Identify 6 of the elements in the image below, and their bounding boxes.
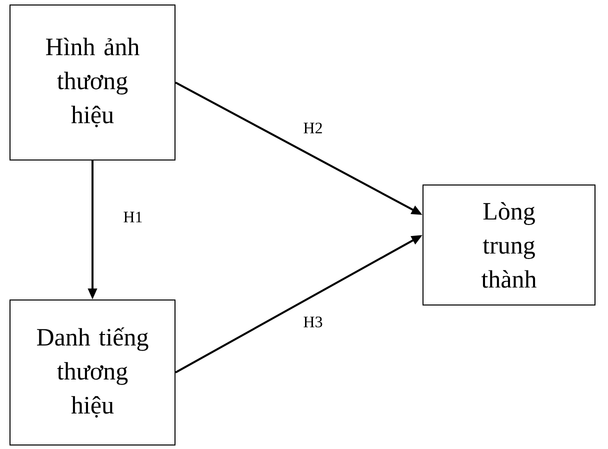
edge-label: H3 bbox=[302, 316, 324, 328]
edge-label: H1 bbox=[122, 210, 144, 224]
concept-box: Hình ảnh thương hiệu bbox=[10, 4, 176, 160]
concept-box: Lòng trung thành bbox=[422, 184, 596, 306]
edge-label: H2 bbox=[302, 122, 324, 134]
concept-box: Danh tiếng thương hiệu bbox=[10, 299, 176, 446]
